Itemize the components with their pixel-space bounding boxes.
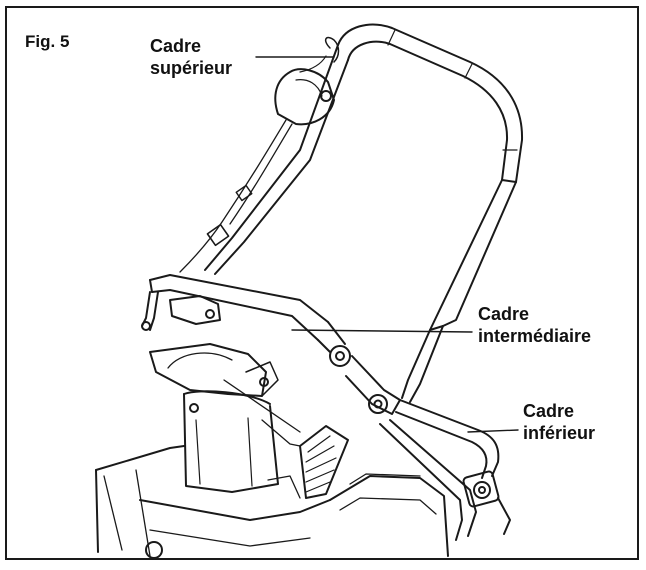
cable (179, 119, 293, 273)
upper-frame-handle (204, 23, 524, 331)
label-middle-frame-line1: Cadre (478, 304, 530, 324)
label-upper-frame-line1: Cadre (150, 36, 202, 56)
middle-frame (141, 274, 351, 367)
snowblower-housing (95, 379, 449, 559)
label-lower-frame-line1: Cadre (523, 401, 575, 421)
label-lower-frame: Cadre inférieur (523, 400, 595, 444)
figure-title: Fig. 5 (25, 32, 70, 51)
control-lever-box (274, 36, 340, 126)
label-upper-frame-line2: supérieur (150, 58, 233, 78)
label-lower-frame-line2: inférieur (523, 423, 596, 443)
label-middle-frame: Cadre intermédiaire (478, 303, 591, 347)
leader-lower-frame (467, 429, 519, 433)
frame-joint (345, 325, 444, 415)
label-middle-frame-line2: intermédiaire (478, 326, 592, 346)
leader-middle-frame (291, 329, 473, 333)
label-upper-frame: Cadre supérieur (150, 35, 232, 79)
chute-crank (299, 425, 349, 499)
lower-frame (379, 399, 511, 541)
discharge-chute (149, 343, 279, 493)
leader-lines (255, 56, 519, 433)
